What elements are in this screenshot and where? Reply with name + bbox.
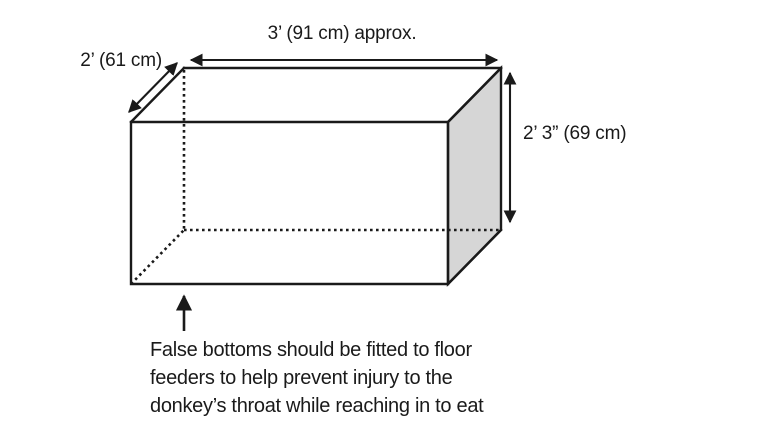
box-front-face (129, 120, 450, 286)
depth-dimension-label: 2’ (61 cm) (80, 50, 162, 71)
box-hidden-edges (130, 70, 499, 285)
caption: False bottoms should be fitted to floor … (150, 339, 484, 417)
box-right-face (446, 65, 503, 287)
height-dimension-label: 2’ 3” (69 cm) (523, 123, 626, 144)
caption-line-3: donkey’s throat while reaching in to eat (150, 395, 484, 417)
box-solid-edges (129, 66, 503, 286)
caption-line-2: feeders to help prevent injury to the (150, 367, 453, 389)
box-edge-top-left-depth (129, 66, 186, 124)
box-hidden-edge-bottom-left-depth (130, 229, 185, 285)
box-edge-top-right-depth (446, 66, 503, 124)
depth-dimension-arrow (128, 62, 178, 113)
caption-line-1: False bottoms should be fitted to floor (150, 339, 472, 361)
box-edge-bottom-right-depth (446, 228, 503, 286)
width-dimension-label: 3’ (91 cm) approx. (268, 23, 417, 44)
